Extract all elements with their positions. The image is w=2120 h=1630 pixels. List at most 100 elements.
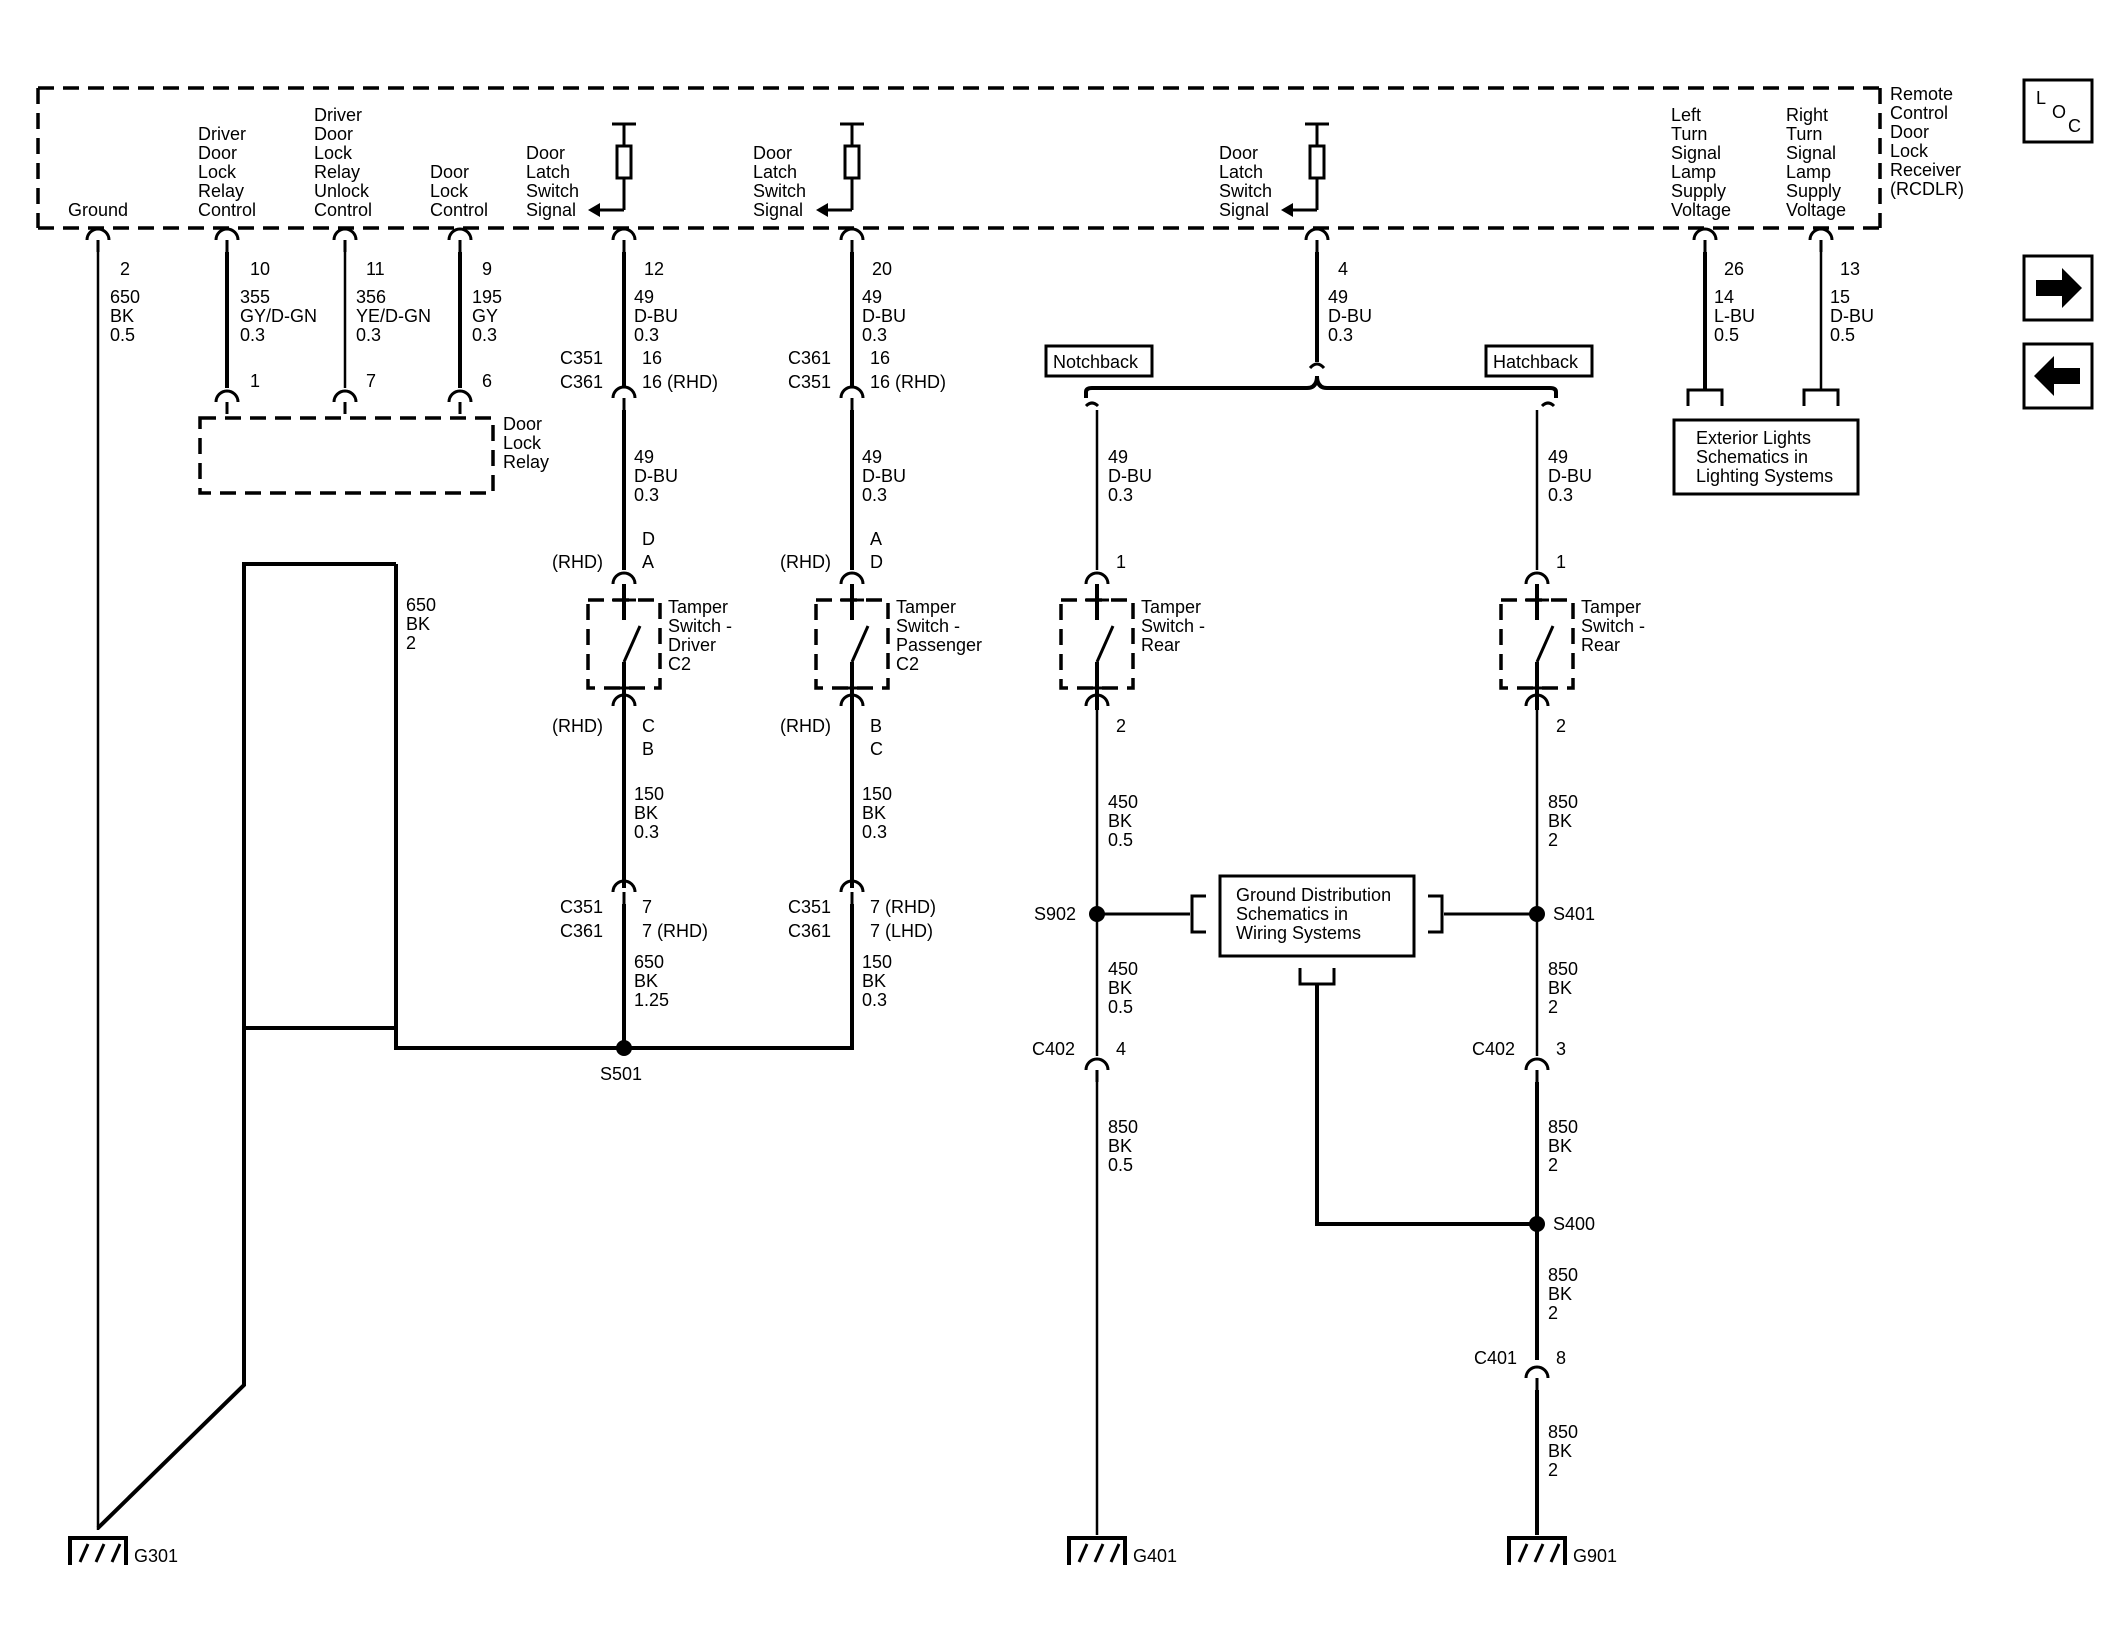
pin-a-driver: A — [642, 552, 654, 572]
door-lock-relay-label: Door Lock Relay — [503, 414, 549, 472]
wire-850-2-a: 850 BK 2 — [1548, 792, 1583, 850]
hatch-pin-1: 1 — [1556, 552, 1566, 572]
pin-10: 10 — [250, 259, 270, 279]
wire-850-05: 850 BK 0.5 — [1108, 1117, 1143, 1175]
rhd-pass-bottom: (RHD) — [780, 716, 831, 736]
wire-356: 356 YE/D-GN 0.3 — [356, 287, 436, 345]
loc-letter-l: L — [2036, 88, 2046, 108]
ground-circuit-650: 650 BK 0.5 650 BK 2 — [96, 252, 441, 1530]
driver-ground-circuit: 150 BK 0.3 C351 C361 7 7 (RHD) 650 BK 1.… — [560, 710, 708, 1048]
c361-pass-top: C361 — [788, 348, 831, 368]
wire-49-hatch: 49 D-BU 0.3 — [1548, 447, 1597, 505]
hatchback-branch: 49 D-BU 0.3 1 Tamper Switch - Rear 2 850… — [1472, 410, 1650, 1535]
loc-letter-o: O — [2052, 102, 2066, 122]
latch-signal-label-1: Door Latch Switch Signal — [526, 143, 584, 220]
option-hatchback — [1484, 344, 1594, 378]
pull-up-resistor-3 — [1281, 122, 1329, 217]
pin-12: 12 — [644, 259, 664, 279]
ground-distribution-box[interactable] — [1218, 874, 1416, 958]
pin7rhd-driver: 7 (RHD) — [642, 921, 708, 941]
passenger-ground-circuit: 150 BK 0.3 C351 C361 7 (RHD) 7 (LHD) 150… — [242, 562, 936, 1084]
pin-b-pass: B — [870, 716, 882, 736]
loc-button[interactable]: L O C — [2022, 78, 2094, 144]
pin-13: 13 — [1840, 259, 1860, 279]
option-hatchback-label: Hatchback — [1493, 352, 1579, 372]
pin-d-driver: D — [642, 529, 655, 549]
rcdlr-module: Remote Control Door Lock Receiver (RCDLR… — [36, 84, 1966, 230]
rhd-driver-bottom: (RHD) — [552, 716, 603, 736]
c402-notch: C402 — [1032, 1039, 1075, 1059]
wire-14: 14 L-BU 0.5 — [1714, 287, 1760, 345]
relay-pin-7: 7 — [366, 371, 376, 391]
door-lock-control-label: Door Lock Control — [430, 162, 488, 220]
wire-150-pass-2: 150 BK 0.3 — [862, 952, 897, 1010]
module-pin-numbers: 2 10 11 9 12 20 4 26 13 — [120, 259, 1860, 279]
c361-pass-bottom: C361 — [788, 921, 831, 941]
pull-up-resistor-2 — [816, 122, 864, 217]
pin7rhd-pass: 7 (RHD) — [870, 897, 936, 917]
pin-d-pass: D — [870, 552, 883, 572]
tamper-switch-passenger: Tamper Switch - Passenger C2 (RHD) B C — [780, 571, 982, 759]
tamper-rear-hatch-label: Tamper Switch - Rear — [1581, 597, 1650, 655]
hatch-pin-2: 2 — [1556, 716, 1566, 736]
ground-g401-label: G401 — [1133, 1546, 1177, 1566]
splice-s401: S401 — [1553, 904, 1595, 924]
relay-control-wires: 355 GY/D-GN 0.3 356 YE/D-GN 0.3 195 GY 0… — [214, 252, 502, 414]
latch-signal-label-2: Door Latch Switch Signal — [753, 143, 811, 220]
pin-2: 2 — [120, 259, 130, 279]
pin-11: 11 — [366, 259, 385, 279]
wire-49-rear: 49 D-BU 0.3 — [1328, 287, 1377, 345]
c361-driver-top: C361 — [560, 372, 603, 392]
wire-150-pass-1: 150 BK 0.3 — [862, 784, 897, 842]
ground-g901: G901 — [1507, 1536, 1617, 1566]
pull-up-resistor-1 — [588, 122, 636, 217]
wire-650-2: 650 BK 2 — [406, 595, 441, 653]
pin7lhd-pass: 7 (LHD) — [870, 921, 933, 941]
exterior-lights-box[interactable] — [1672, 418, 1860, 496]
right-arrow-icon — [2036, 268, 2082, 308]
ground-distribution-text: Ground Distribution Schematics in Wiring… — [1236, 885, 1396, 943]
rear-latch-circuit: 49 D-BU 0.3 Notchback Hatchback — [1044, 252, 1594, 408]
left-turn-label: Left Turn Signal Lamp Supply Voltage — [1671, 105, 1731, 220]
rhd-pass-top: (RHD) — [780, 552, 831, 572]
driver-latch-circuit: 49 D-BU 0.3 C351 C361 16 16 (RHD) 49 D-B… — [552, 252, 718, 572]
wire-650-125: 650 BK 1.25 — [634, 952, 669, 1010]
latch-signal-label-3: Door Latch Switch Signal — [1219, 143, 1277, 220]
next-arrow-button[interactable] — [2022, 254, 2094, 322]
pin-c-pass: C — [870, 739, 883, 759]
wire-150-driver: 150 BK 0.3 — [634, 784, 669, 842]
passenger-latch-circuit: 49 D-BU 0.3 C361 C351 16 16 (RHD) 49 D-B… — [780, 252, 946, 572]
wire-650-05: 650 BK 0.5 — [110, 287, 145, 345]
pin-c-driver: C — [642, 716, 655, 736]
pin-9: 9 — [482, 259, 492, 279]
wire-49-driver-2: 49 D-BU 0.3 — [634, 447, 683, 505]
prev-arrow-button[interactable] — [2022, 342, 2094, 410]
door-lock-relay: Door Lock Relay — [198, 414, 549, 495]
splice-s501: S501 — [600, 1064, 642, 1084]
pin-20: 20 — [872, 259, 892, 279]
option-notchback — [1044, 344, 1154, 378]
pin-b-driver: B — [642, 739, 654, 759]
ground-pin-label: Ground — [68, 200, 128, 220]
c351-pass-top: C351 — [788, 372, 831, 392]
pin16-driver: 16 — [642, 348, 662, 368]
loc-letter-c: C — [2068, 116, 2081, 136]
rhd-driver-top: (RHD) — [552, 552, 603, 572]
wire-49-pass-2: 49 D-BU 0.3 — [862, 447, 911, 505]
ground-g901-label: G901 — [1573, 1546, 1617, 1566]
notch-pin-2: 2 — [1116, 716, 1126, 736]
tamper-rear-notch-label: Tamper Switch - Rear — [1141, 597, 1210, 655]
notch-pin-1: 1 — [1116, 552, 1126, 572]
tamper-driver-label: Tamper Switch - Driver C2 — [668, 597, 737, 674]
c402-notch-pin: 4 — [1116, 1039, 1126, 1059]
right-turn-label: Right Turn Signal Lamp Supply Voltage — [1786, 105, 1846, 220]
wire-850-2-e: 850 BK 2 — [1548, 1422, 1583, 1480]
splice-s400: S400 — [1553, 1214, 1595, 1234]
pin-4: 4 — [1338, 259, 1348, 279]
pin16rhd-driver: 16 (RHD) — [642, 372, 718, 392]
c402-hatch: C402 — [1472, 1039, 1515, 1059]
wire-450-1: 450 BK 0.5 — [1108, 792, 1143, 850]
pin7-driver: 7 — [642, 897, 652, 917]
rcdlr-label: Remote Control Door Lock Receiver (RCDLR… — [1890, 84, 1966, 199]
driver-relay-unlock-label: Driver Door Lock Relay Unlock Control — [314, 105, 374, 220]
